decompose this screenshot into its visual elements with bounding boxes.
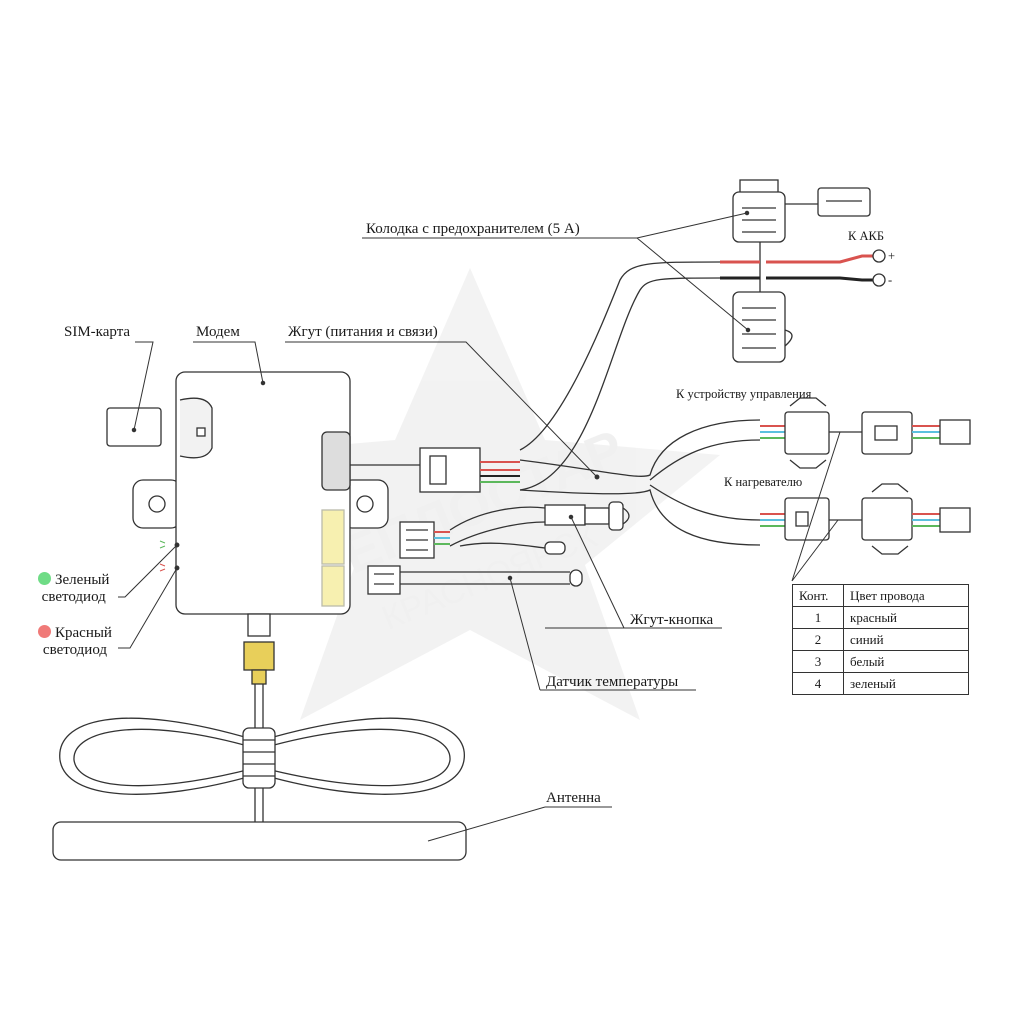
label-green-led-line1: Зеленый	[55, 572, 110, 588]
label-battery: К АКБ	[848, 229, 885, 243]
sim-card-shape	[106, 407, 162, 447]
fuse-block-shape	[720, 179, 886, 363]
table-cell-pin: 1	[792, 606, 844, 629]
label-green-led-line2: светодиод	[41, 589, 106, 605]
label-temp-sensor: Датчик температуры	[546, 674, 679, 690]
label-button-harness: Жгут-кнопка	[630, 612, 714, 628]
table-row: 3 белый	[792, 650, 969, 673]
label-to-control-unit: К устройству управления	[676, 387, 812, 401]
table-cell-pin: 2	[792, 628, 844, 651]
wire-color-table: Конт. Цвет провода 1 красный 2 синий 3 б…	[792, 584, 969, 695]
table-cell-pin: 3	[792, 650, 844, 673]
table-header-row: Конт. Цвет провода	[792, 584, 969, 607]
antenna-coil	[59, 717, 465, 795]
label-to-heater: К нагревателю	[724, 475, 803, 489]
table-cell-color: зеленый	[843, 672, 969, 695]
antenna-connector	[243, 613, 275, 824]
modem-shape	[132, 371, 389, 615]
table-header-color: Цвет провода	[843, 584, 969, 607]
label-minus: -	[888, 273, 893, 287]
temp-sensor-shape	[367, 565, 583, 595]
label-green-led: Зеленый светодиод	[38, 572, 109, 606]
heater-connector	[760, 483, 971, 555]
table-row: 4 зеленый	[792, 672, 969, 695]
red-led-icon	[38, 625, 51, 638]
green-led-icon	[38, 572, 51, 585]
label-red-led-line2: светодиод	[42, 642, 108, 658]
table-header-pin: Конт.	[792, 584, 844, 607]
label-antenna: Антенна	[546, 790, 601, 806]
table-cell-color: белый	[843, 650, 969, 673]
table-cell-color: красный	[843, 606, 969, 629]
label-modem: Модем	[196, 324, 240, 340]
label-fuse-block: Колодка с предохранителем (5 А)	[366, 221, 580, 237]
main-harness	[350, 261, 761, 546]
table-cell-color: синий	[843, 628, 969, 651]
table-row: 2 синий	[792, 628, 969, 651]
table-row: 1 красный	[792, 606, 969, 629]
antenna-shape	[52, 821, 467, 861]
leader-lines	[118, 212, 841, 842]
label-red-led-line1: Красный	[55, 625, 112, 641]
label-harness: Жгут (питания и связи)	[288, 324, 438, 340]
label-sim-card: SIM-карта	[64, 324, 131, 340]
button-harness-shape	[399, 501, 630, 559]
label-plus: +	[888, 249, 896, 263]
label-red-led: Красный светодиод	[38, 625, 112, 659]
control-unit-connector	[760, 397, 971, 469]
table-cell-pin: 4	[792, 672, 844, 695]
